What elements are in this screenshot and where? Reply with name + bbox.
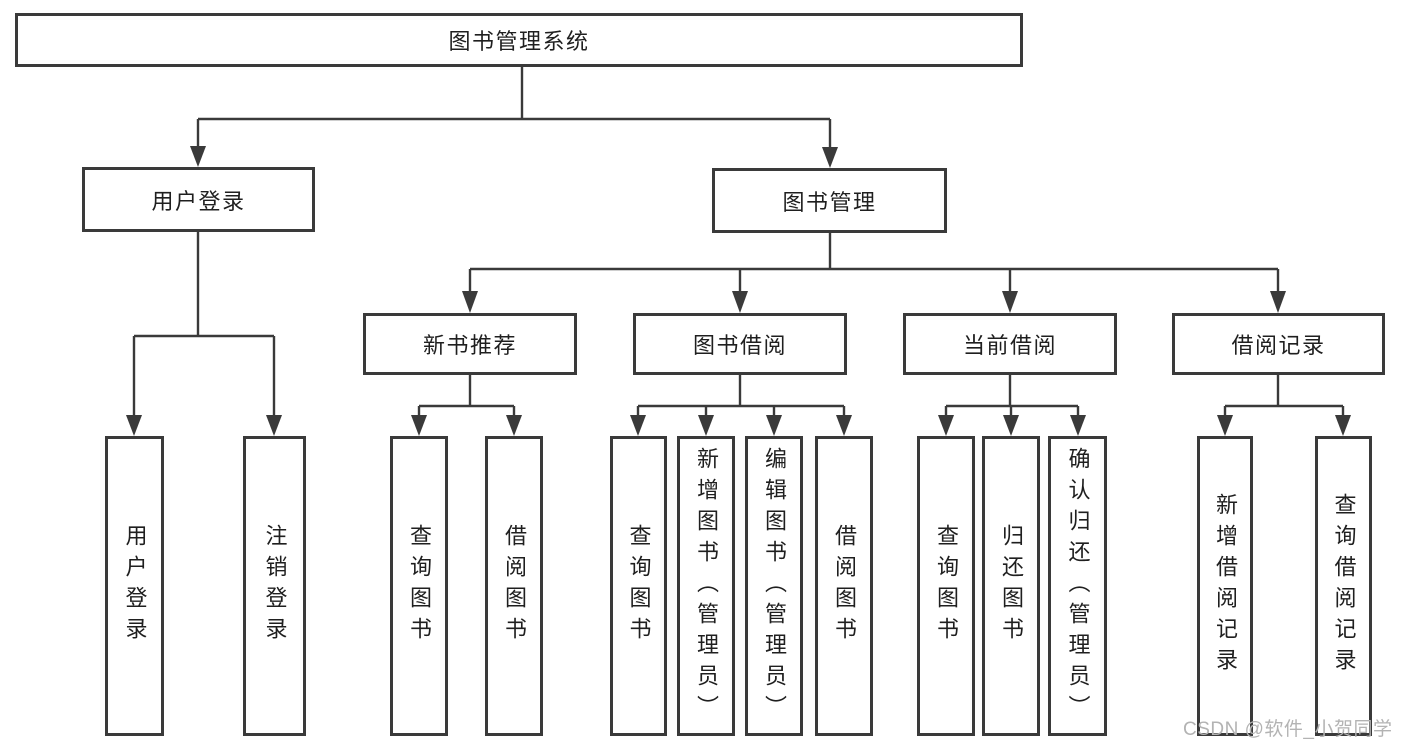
node-library-system: 图书管理系统 — [15, 13, 1023, 67]
leaf-query-books: 查询图书 — [610, 436, 667, 736]
node-new-book-recommendation: 新书推荐 — [363, 313, 577, 375]
node-label: 借阅记录 — [1231, 333, 1326, 358]
node-borrowing-records: 借阅记录 — [1172, 313, 1385, 375]
node-current-borrowing: 当前借阅 — [903, 313, 1117, 375]
leaf-add-books-admin: 新增图书（管理员） — [677, 436, 735, 736]
node-label: 借阅图书 — [832, 524, 857, 648]
node-label: 用户登录 — [151, 188, 246, 214]
node-label: 查询借阅记录 — [1331, 493, 1357, 679]
node-label: 查询图书 — [626, 524, 652, 648]
leaf-borrow-books: 借阅图书 — [485, 436, 543, 736]
node-label: 借阅图书 — [502, 524, 527, 648]
leaf-user-login: 用户登录 — [105, 436, 164, 736]
node-label: 新增图书（管理员） — [694, 446, 719, 726]
node-label: 新书推荐 — [422, 333, 517, 358]
node-label: 图书借阅 — [692, 333, 787, 358]
node-book-borrowing: 图书借阅 — [633, 313, 847, 375]
watermark: CSDN @软件_小贺同学 — [1183, 719, 1393, 740]
node-label: 查询图书 — [407, 524, 432, 648]
node-label: 新增借阅记录 — [1213, 493, 1238, 679]
node-label: 确认归还（管理员） — [1065, 446, 1091, 726]
leaf-confirm-return-admin: 确认归还（管理员） — [1048, 436, 1107, 736]
leaf-return-books: 归还图书 — [982, 436, 1040, 736]
node-user-login: 用户登录 — [82, 167, 315, 232]
leaf-edit-books-admin: 编辑图书（管理员） — [745, 436, 803, 736]
node-label: 当前借阅 — [962, 333, 1057, 358]
leaf-query-books: 查询图书 — [917, 436, 975, 736]
node-label: 归还图书 — [999, 524, 1024, 648]
node-label: 查询图书 — [934, 524, 959, 648]
node-book-management: 图书管理 — [712, 168, 947, 233]
node-label: 用户登录 — [122, 524, 148, 648]
leaf-borrow-books: 借阅图书 — [815, 436, 873, 736]
leaf-query-borrow-record: 查询借阅记录 — [1315, 436, 1372, 736]
node-label: 图书管理系统 — [448, 29, 590, 54]
leaf-logout: 注销登录 — [243, 436, 306, 736]
node-label: 注销登录 — [262, 524, 288, 648]
node-label: 编辑图书（管理员） — [762, 446, 787, 726]
node-label: 图书管理 — [782, 189, 877, 215]
leaf-add-borrow-record: 新增借阅记录 — [1197, 436, 1253, 736]
leaf-query-books: 查询图书 — [390, 436, 448, 736]
